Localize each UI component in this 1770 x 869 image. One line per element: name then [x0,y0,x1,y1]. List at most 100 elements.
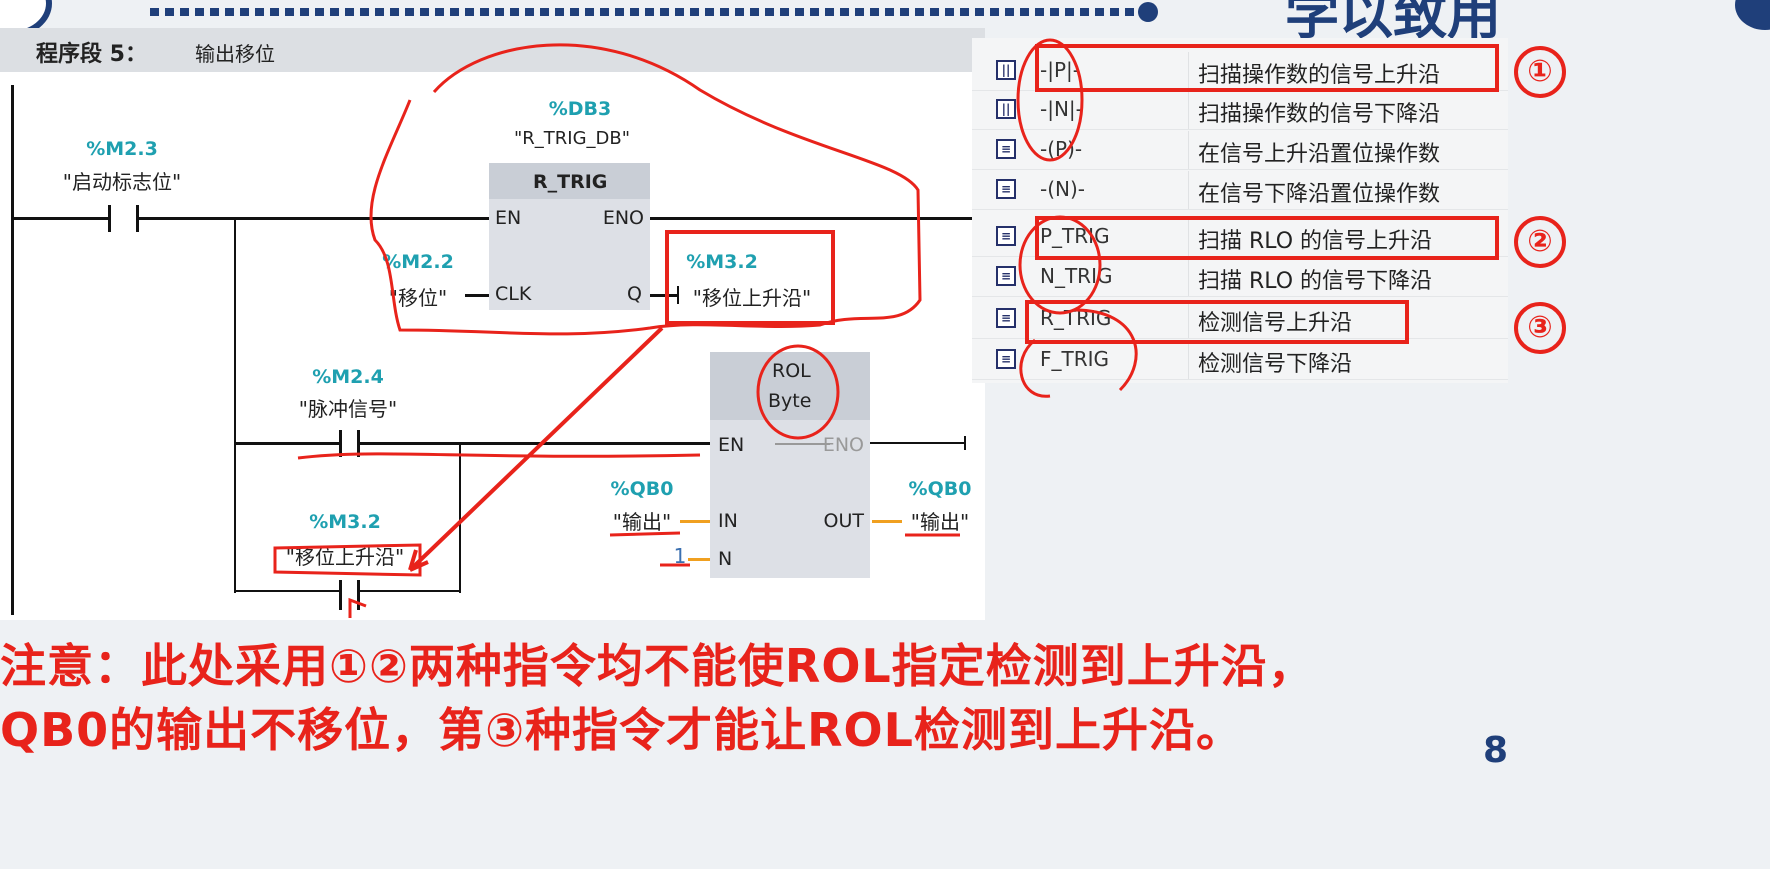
contact-m24-right [357,430,360,457]
qb0-in-symbol: "输出" [612,510,672,534]
box-icon: ≡ [996,349,1016,369]
r-trig-block[interactable]: R_TRIG EN ENO CLK Q [489,163,650,310]
out-wire [872,520,902,523]
rol-en-eno-line [775,443,830,445]
m22-address: %M2.2 [382,251,454,273]
instruction-desc: 检测信号下降沿 [1198,352,1353,377]
m32-q-symbol: "移位上升沿" [692,286,812,310]
instruction-desc: 扫描操作数的信号上升沿 [1198,63,1441,88]
rung1-eno-wire [650,217,985,220]
instruction-row[interactable]: ≡ -(N)- 在信号下降沿置位操作数 [972,171,1508,210]
box-icon: ≡ [996,226,1016,246]
contact-icon: || [996,99,1016,119]
box-icon: ≡ [996,308,1016,328]
m23-symbol: "启动标志位" [62,170,182,194]
instruction-list: || -|P|- 扫描操作数的信号上升沿 || -|N|- 扫描操作数的信号下降沿 ≡ -… [972,38,1508,383]
db-name: "R_TRIG_DB" [513,128,631,149]
instruction-row[interactable]: || -|N|- 扫描操作数的信号下降沿 [972,91,1508,130]
dotted-divider [150,8,1140,16]
instruction-symbol: F_TRIG [1040,347,1110,371]
instruction-desc: 扫描 RLO 的信号下降沿 [1198,269,1433,294]
clk-wire [465,294,489,297]
page-number: 8 [1483,730,1509,771]
m22-symbol: "移位" [388,286,448,310]
instruction-row[interactable]: ≡ P_TRIG 扫描 RLO 的信号上升沿 [972,218,1508,257]
instruction-symbol: -(P)- [1040,137,1083,161]
instruction-row[interactable]: || -|P|- 扫描操作数的信号上升沿 [972,52,1508,91]
instruction-symbol: -(N)- [1040,177,1085,201]
n-value: 1 [673,544,687,568]
pin-clk: CLK [495,283,532,305]
rol-eno-end [964,436,966,450]
instruction-symbol: P_TRIG [1040,224,1110,248]
m23-address: %M2.3 [86,138,158,160]
m24-symbol: "脉冲信号" [298,397,398,421]
mark-1: ① [1514,46,1566,98]
instruction-row[interactable]: ≡ N_TRIG 扫描 RLO 的信号下降沿 [972,258,1508,297]
segment-header [0,28,985,72]
segment-label: 程序段 5： [36,42,147,67]
m32-branch-symbol: "移位上升沿" [285,545,405,569]
rol-pin-n: N [718,548,733,570]
branch2-wire [360,590,460,592]
instruction-row[interactable]: ≡ -(P)- 在信号上升沿置位操作数 [972,131,1508,170]
instruction-symbol: N_TRIG [1040,264,1113,288]
instruction-symbol: R_TRIG [1040,306,1112,330]
q-coil-bar [677,286,679,304]
note-line-2: QB0的输出不移位，第③种指令才能让ROL检测到上升沿。 [0,703,1243,757]
note-line-1: 注意：此处采用①②两种指令均不能使ROL指定检测到上升沿， [0,639,1315,693]
r-trig-type: R_TRIG [533,171,608,193]
contact-m23-right [136,205,139,232]
power-rail [11,85,14,615]
db-address: %DB3 [548,98,612,120]
contact-m23-left [108,205,111,232]
qb0-out-symbol: "输出" [910,510,970,534]
rol-datatype: Byte [768,390,812,412]
contact-icon: || [996,60,1016,80]
contact-m32-right [357,580,360,610]
instruction-desc: 在信号下降沿置位操作数 [1198,182,1441,207]
rol-pin-in: IN [718,510,738,532]
qb0-in-address: %QB0 [610,478,674,500]
rung2-wire [360,442,712,445]
divider-dot [1138,2,1158,22]
pin-eno: ENO [602,207,644,229]
instruction-symbol: -|P|- [1040,58,1080,82]
corner-decoration [1735,0,1770,30]
box-icon: ≡ [996,179,1016,199]
rol-eno-wire [870,442,965,444]
rol-block[interactable]: ROL Byte EN ENO IN OUT N [710,352,870,578]
branch-vertical [234,218,236,593]
instruction-desc: 扫描 RLO 的信号上升沿 [1198,229,1433,254]
rung2-wire [235,442,340,445]
instruction-desc: 扫描操作数的信号下降沿 [1198,102,1441,127]
branch2-wire [235,590,340,592]
rung1-wire [139,217,489,220]
qb0-out-address: %QB0 [908,478,972,500]
mark-3: ③ [1514,302,1566,354]
pin-en: EN [495,207,522,229]
m32-branch-address: %M3.2 [309,511,381,533]
branch2-vertical [459,443,461,593]
box-icon: ≡ [996,139,1016,159]
contact-m32-left [339,580,342,610]
instruction-symbol: -|N|- [1040,97,1083,121]
rol-pin-en: EN [718,434,745,456]
m24-address: %M2.4 [312,366,384,388]
n-wire [688,558,710,561]
instruction-row[interactable]: ≡ F_TRIG 检测信号下降沿 [972,341,1508,380]
rol-pin-eno: ENO [822,434,864,456]
instruction-desc: 在信号上升沿置位操作数 [1198,142,1441,167]
box-icon: ≡ [996,266,1016,286]
instruction-desc: 检测信号上升沿 [1198,311,1353,336]
in-wire [680,520,710,523]
rol-pin-out: OUT [823,510,864,532]
pin-q: Q [627,283,642,305]
m32-q-address: %M3.2 [686,251,758,273]
mark-2: ② [1514,216,1566,268]
instruction-row[interactable]: ≡ R_TRIG 检测信号上升沿 [972,300,1508,339]
rung1-wire [12,217,108,220]
rol-type: ROL [772,360,811,382]
q-wire [650,294,678,297]
segment-name: 输出移位 [195,42,275,66]
